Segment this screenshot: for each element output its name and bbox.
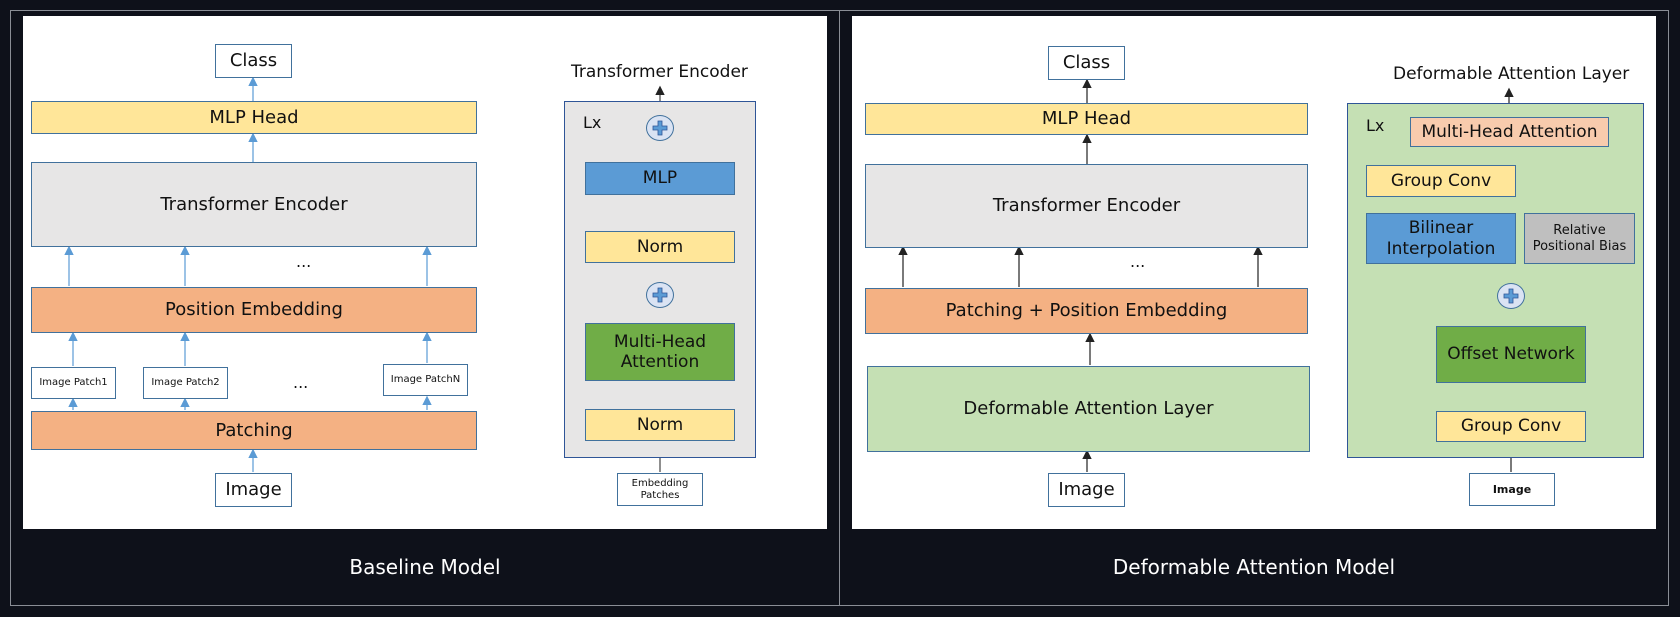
transformer-encoder-box: Transformer Encoder xyxy=(31,162,477,247)
image-patch-2: Image Patch2 xyxy=(143,367,228,399)
image-input-box: Image xyxy=(215,473,292,507)
group-conv-top-box: Group Conv xyxy=(1366,165,1516,197)
deformable-caption: Deformable Attention Model xyxy=(1112,555,1396,579)
patch-ellipsis: ... xyxy=(293,373,309,392)
embedding-patches-box: Embedding Patches xyxy=(617,473,703,506)
residual-add-top xyxy=(646,115,674,141)
encoder-ellipsis: ... xyxy=(296,252,312,271)
norm-top-box: Norm xyxy=(585,231,735,263)
residual-add-bottom xyxy=(646,282,674,308)
multi-head-attention-box: Multi-Head Attention xyxy=(585,323,735,381)
image-patch-n: Image PatchN xyxy=(383,364,468,396)
position-embedding-box: Position Embedding xyxy=(31,287,477,333)
patching-position-embedding-box: Patching + Position Embedding xyxy=(865,288,1308,334)
norm-bottom-box: Norm xyxy=(585,409,735,441)
patching-box: Patching xyxy=(31,411,477,450)
class-box: Class xyxy=(215,44,292,78)
layer-input-image-box: Image xyxy=(1469,473,1555,506)
transformer-encoder-box: Transformer Encoder xyxy=(865,164,1308,248)
image-input-box: Image xyxy=(1048,473,1125,507)
panel-divider xyxy=(839,10,840,606)
repeat-label: Lx xyxy=(583,113,602,132)
layer-detail-title: Deformable Attention Layer xyxy=(1393,64,1630,84)
plus-icon xyxy=(1503,288,1519,304)
multi-head-attention-box: Multi-Head Attention xyxy=(1410,117,1609,147)
encoder-detail-title: Transformer Encoder xyxy=(571,62,748,82)
plus-icon xyxy=(652,120,668,136)
baseline-caption: Baseline Model xyxy=(349,555,501,579)
repeat-label: Lx xyxy=(1366,116,1385,135)
mlp-head-box: MLP Head xyxy=(31,101,477,134)
offset-network-box: Offset Network xyxy=(1436,326,1586,383)
group-conv-bottom-box: Group Conv xyxy=(1436,411,1586,442)
deformable-attention-layer-box: Deformable Attention Layer xyxy=(867,366,1310,452)
encoder-ellipsis: ... xyxy=(1130,252,1146,271)
relative-positional-bias-box: Relative Positional Bias xyxy=(1524,213,1635,264)
layer-detail-container xyxy=(1347,103,1644,458)
encoder-detail-container xyxy=(564,101,756,458)
mlp-box: MLP xyxy=(585,162,735,195)
class-box: Class xyxy=(1048,46,1125,80)
mlp-head-box: MLP Head xyxy=(865,103,1308,135)
plus-icon xyxy=(652,287,668,303)
bilinear-interpolation-box: Bilinear Interpolation xyxy=(1366,213,1516,264)
residual-add xyxy=(1497,283,1525,309)
image-patch-1: Image Patch1 xyxy=(31,367,116,399)
